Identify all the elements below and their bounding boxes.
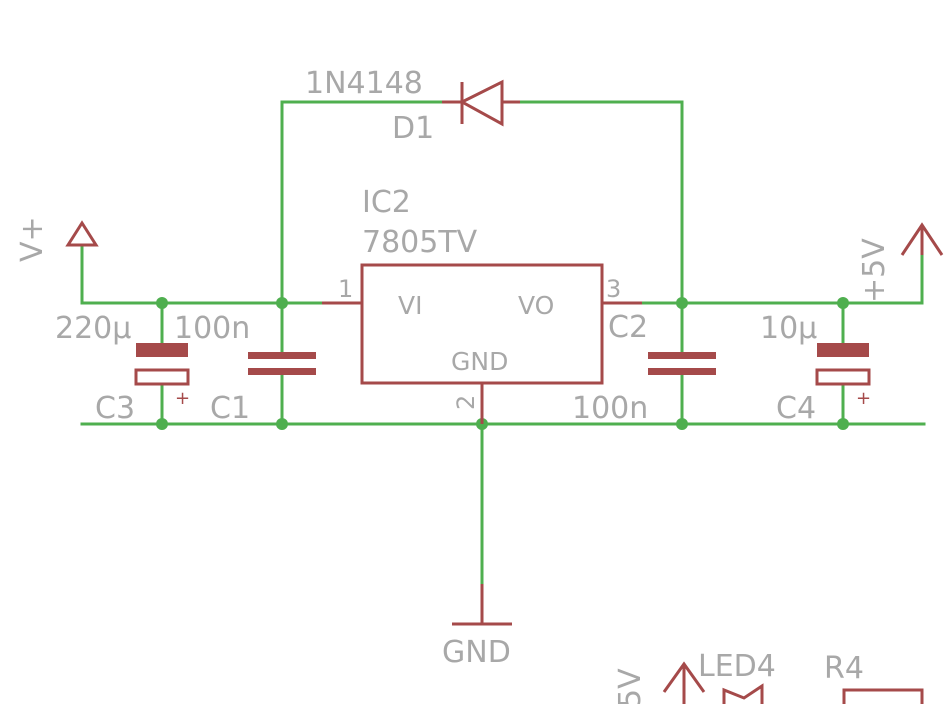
c2-plate-bottom	[648, 368, 716, 375]
diode-name: D1	[392, 111, 434, 146]
bottom-partial-circuit[interactable]: 5V LED4 R4	[613, 649, 924, 704]
ground-label: GND	[442, 635, 511, 670]
junction-dot	[276, 297, 288, 309]
junction-dot	[156, 418, 168, 430]
c4-value: 10µ	[760, 311, 817, 346]
c3-name: C3	[95, 391, 135, 426]
junction-dot	[837, 418, 849, 430]
capacitor-c1[interactable]: 100n C1	[174, 311, 316, 426]
c3-plate-solid	[136, 343, 188, 357]
wires	[80, 100, 926, 586]
capacitor-c3[interactable]: + 220µ C3	[55, 311, 190, 426]
regulator-pin3-number: 3	[606, 275, 621, 303]
regulator-pin-vo: VO	[518, 291, 554, 320]
r4-body	[842, 688, 924, 704]
junction-dot	[676, 418, 688, 430]
regulator-pin-gnd: GND	[451, 347, 508, 376]
c4-polarity-mark: +	[856, 388, 871, 409]
c3-plate-hollow	[134, 368, 190, 386]
c2-value: 100n	[572, 391, 648, 426]
led4-body-icon	[722, 683, 764, 704]
junction-dot	[156, 297, 168, 309]
capacitor-c2[interactable]: C2 100n	[572, 310, 716, 426]
c4-plate-hollow	[815, 368, 871, 386]
regulator-pin2-number: 2	[452, 395, 480, 410]
capacitor-c4[interactable]: + 10µ C4	[760, 311, 871, 426]
junction-dot	[276, 418, 288, 430]
r4-name: R4	[824, 651, 864, 686]
plus5v-supply-symbol[interactable]: +5V	[857, 222, 944, 303]
c3-polarity-mark: +	[175, 388, 190, 409]
c4-plate-solid	[817, 343, 869, 357]
c1-name: C1	[210, 391, 250, 426]
diode-triangle-icon	[458, 79, 504, 127]
vplus-supply-symbol[interactable]: V+	[15, 216, 99, 262]
ground-symbol[interactable]: GND	[442, 584, 512, 670]
c1-value: 100n	[174, 311, 250, 346]
regulator-value: 7805TV	[362, 225, 478, 260]
vplus-label: V+	[15, 216, 50, 262]
c1-plate-top	[248, 352, 316, 359]
regulator-pin-vi: VI	[398, 291, 422, 320]
regulator-ic2[interactable]: IC2 7805TV VI VO GND 1 3 2	[322, 185, 642, 424]
c2-plate-top	[648, 352, 716, 359]
junction-dot	[837, 297, 849, 309]
c4-name: C4	[776, 391, 816, 426]
plus5v-label: +5V	[857, 238, 892, 303]
diode-value: 1N4148	[305, 66, 423, 101]
regulator-pin1-number: 1	[338, 275, 353, 303]
vplus-arrow-icon	[65, 220, 99, 247]
led4-name: LED4	[698, 649, 776, 684]
regulator-name: IC2	[362, 185, 411, 220]
junctions	[156, 297, 849, 430]
junction-dot	[676, 297, 688, 309]
diode-d1[interactable]: 1N4148 D1	[305, 66, 520, 146]
bottom-5v-label: 5V	[613, 668, 648, 704]
c2-name: C2	[608, 310, 648, 345]
c3-value: 220µ	[55, 311, 131, 346]
c1-plate-bottom	[248, 368, 316, 375]
